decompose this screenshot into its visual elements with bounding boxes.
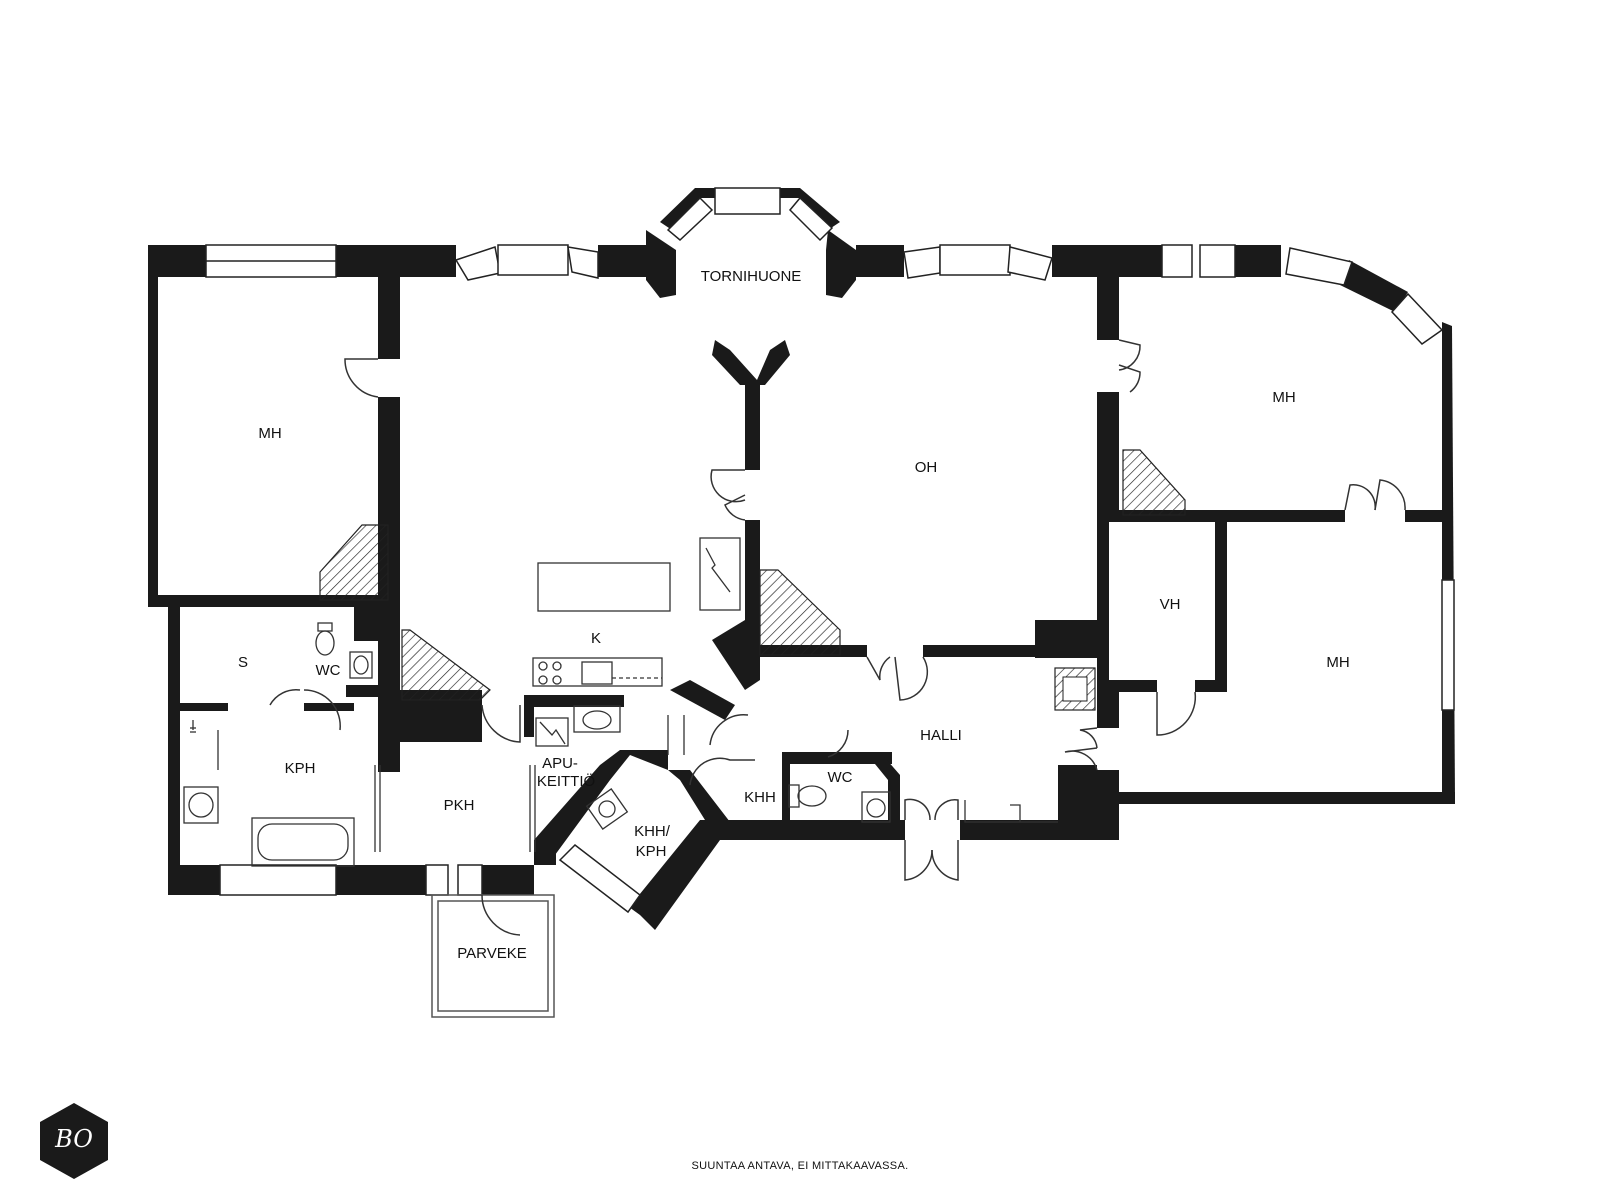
room-label-kph: KPH <box>285 760 316 777</box>
logo-text: BO <box>55 1125 93 1153</box>
windows <box>205 187 1455 914</box>
room-label-vh: VH <box>1160 596 1181 613</box>
room-labels: TORNIHUONE MH OH MH K VH MH S WC HALLI K… <box>238 268 1350 962</box>
room-label-parveke: PARVEKE <box>457 945 526 962</box>
hexagon-logo-icon <box>40 1103 108 1179</box>
room-label-halli: HALLI <box>920 727 962 744</box>
room-label-khh-kph-line2: KPH <box>636 843 667 860</box>
room-label-pkh: PKH <box>444 797 475 814</box>
room-label-khh: KHH <box>744 789 776 806</box>
room-label-s: S <box>238 654 248 671</box>
fixtures <box>183 537 1058 867</box>
room-label-tornihuone: TORNIHUONE <box>701 268 802 285</box>
fireplaces <box>319 449 1186 711</box>
room-label-wc-left: WC <box>316 662 341 679</box>
scale-disclaimer: SUUNTAA ANTAVA, EI MITTAKAAVASSA. <box>691 1160 909 1172</box>
room-label-mh-right-bottom: MH <box>1326 654 1349 671</box>
room-label-mh-left: MH <box>258 425 281 442</box>
room-label-mh-right-top: MH <box>1272 389 1295 406</box>
brand-logo: BO <box>40 1103 108 1179</box>
room-label-apukeittio-line2: KEITTIÖ <box>537 772 595 790</box>
doors <box>269 339 1406 936</box>
room-label-k: K <box>591 630 601 647</box>
room-label-khh-kph-line1: KHH/ <box>634 823 671 840</box>
room-label-apukeittio-line1: APU- <box>542 755 578 772</box>
room-label-wc-mid: WC <box>828 769 853 786</box>
balcony <box>431 894 555 1018</box>
room-label-oh: OH <box>915 459 938 476</box>
